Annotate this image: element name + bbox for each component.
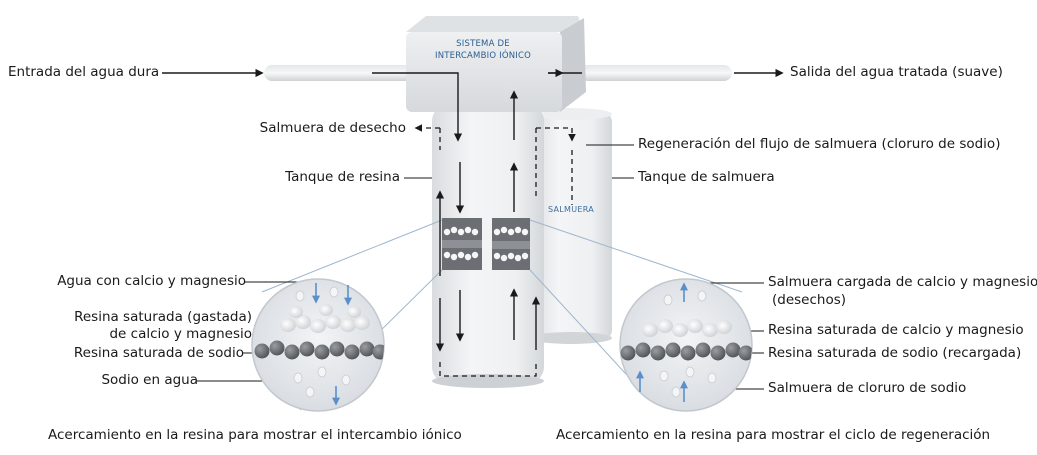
- label-sodium-chloride-brine: Salmuera de cloruro de sodio: [768, 380, 967, 396]
- label-resin-saturated-spent-1: Resina saturada (gastada): [74, 309, 252, 325]
- label-brine-flow-regen: Regeneración del flujo de salmuera (clor…: [638, 136, 1001, 152]
- label-water-ca-mg: Agua con calcio y magnesio: [57, 273, 246, 289]
- label-hard-water-in: Entrada del agua dura: [8, 64, 160, 80]
- label-sodium-in-water: Sodio en agua: [101, 372, 198, 388]
- caption-right: Acercamiento en la resina para mostrar e…: [556, 427, 991, 443]
- dashed-flow: [414, 124, 576, 377]
- inlet-pipe: [264, 65, 414, 81]
- label-resin-saturated-sodium: Resina saturada de sodio: [73, 345, 244, 361]
- system-box-line1: SISTEMA DE: [456, 39, 510, 49]
- label-resin-saturated-ca-mg: Resina saturada de calcio y magnesio: [768, 322, 1024, 338]
- label-resin-tank: Tanque de resina: [285, 169, 400, 185]
- label-brine-tank: Tanque de salmuera: [638, 169, 775, 185]
- flow-arrows: [372, 68, 582, 352]
- system-box-title: SISTEMA DE INTERCAMBIO IÓNICO: [408, 38, 558, 62]
- label-waste-brine: Salmuera de desecho: [259, 120, 406, 136]
- ion-exchange-system-box: [406, 16, 586, 112]
- system-box-line2: INTERCAMBIO IÓNICO: [434, 51, 531, 61]
- label-brine-loaded-1: Salmuera cargada de calcio y magnesio: [768, 274, 1037, 290]
- caption-left: Acercamiento en la resina para mostrar e…: [48, 427, 462, 443]
- zoom-circle-left: [251, 278, 385, 412]
- label-treated-water-out: Salida del agua tratada (suave): [790, 64, 1003, 80]
- brine-tank-text: SALMUERA: [548, 205, 595, 214]
- label-resin-saturated-sodium-recharged: Resina saturada de sodio (recargada): [768, 345, 1022, 361]
- zoom-circle-right: [619, 278, 753, 412]
- label-brine-loaded-2: (desechos): [772, 292, 847, 308]
- resin-window-right: [492, 218, 530, 270]
- resin-window-left: [442, 218, 482, 270]
- label-resin-saturated-spent-2: de calcio y magnesio: [109, 326, 252, 342]
- outlet-pipe: [580, 65, 732, 81]
